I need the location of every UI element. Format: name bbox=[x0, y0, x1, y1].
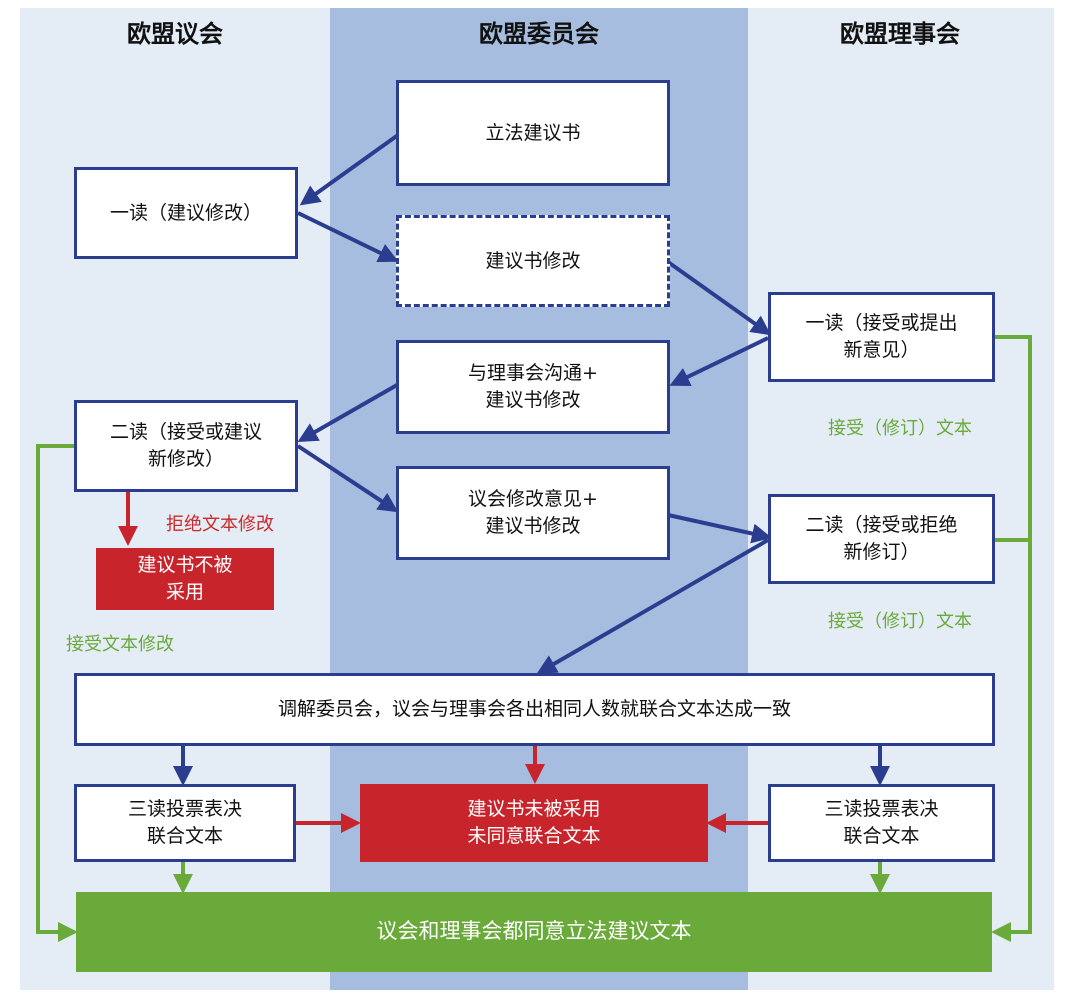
note-accept-revised-1: 接受（修订）文本 bbox=[828, 418, 972, 439]
lane-title-council: 欧盟理事会 bbox=[840, 20, 960, 48]
box-council-first-reading: 一读（接受或提出 新意见） bbox=[768, 292, 995, 382]
note-accept-text-amend: 接受文本修改 bbox=[66, 634, 174, 655]
box-parl-second-reading: 二读（接受或建议 新修改） bbox=[74, 400, 298, 492]
box-final-agreement: 议会和理事会都同意立法建议文本 bbox=[76, 892, 992, 972]
box-council-second-reading: 二读（接受或拒绝 新修订） bbox=[768, 494, 995, 584]
box-parl-opinion-amend: 议会修改意见+ 建议书修改 bbox=[396, 466, 670, 560]
box-council-comm-amend: 与理事会沟通+ 建议书修改 bbox=[396, 340, 670, 434]
box-parl-third-reading: 三读投票表决 联合文本 bbox=[74, 784, 296, 862]
lane-title-commission: 欧盟委员会 bbox=[479, 20, 599, 48]
note-accept-revised-2: 接受（修订）文本 bbox=[828, 611, 972, 632]
lane-title-parliament: 欧盟议会 bbox=[127, 20, 223, 48]
box-conciliation-committee: 调解委员会，议会与理事会各出相同人数就联合文本达成一致 bbox=[74, 673, 995, 746]
box-proposal-not-adopted: 建议书不被 采用 bbox=[96, 548, 274, 610]
note-reject-amend: 拒绝文本修改 bbox=[166, 514, 274, 535]
box-proposal-amend: 建议书修改 bbox=[396, 215, 670, 307]
box-not-adopted-joint-text: 建议书未被采用 未同意联合文本 bbox=[360, 784, 708, 862]
box-parl-first-reading: 一读（建议修改） bbox=[74, 167, 298, 259]
box-council-third-reading: 三读投票表决 联合文本 bbox=[768, 784, 995, 862]
box-proposal: 立法建议书 bbox=[396, 80, 670, 186]
